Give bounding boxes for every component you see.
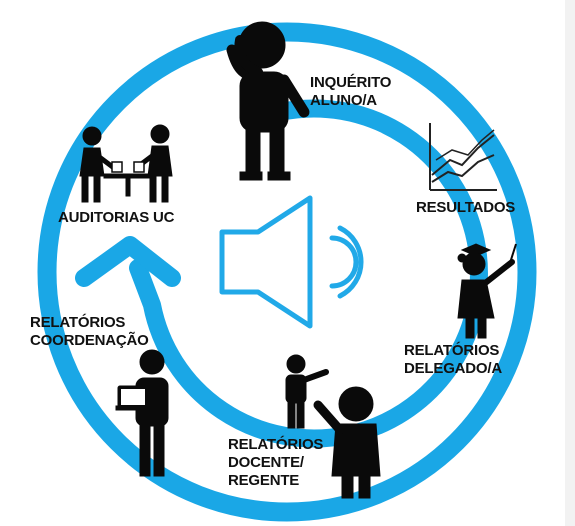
outer-ring [37,22,537,522]
thinking-student-icon [226,21,310,181]
label-resultados: RESULTADOS [416,199,515,216]
label-auditorias: AUDITORIAS UC [58,209,175,226]
audit-meeting-icon [79,124,173,203]
label-inquerito-line1: INQUÉRITO [310,74,392,91]
coordinator-laptop-icon [115,349,169,477]
line-chart-icon [429,123,497,191]
label-coordenacao-line2: COORDENAÇÃO [30,331,149,349]
label-coordenacao-line1: RELATÓRIOS [30,313,125,331]
cycle-arrow-icon [75,236,181,287]
scrollbar-track[interactable] [565,0,575,526]
label-delegado-line1: RELATÓRIOS [404,341,499,359]
label-docente-line1: RELATÓRIOS [228,435,323,453]
speaker-icon [219,195,364,329]
label-delegado-line2: DELEGADO/A [404,360,502,377]
label-docente-line2: DOCENTE/ [228,454,305,471]
inner-cycle-arc [129,99,488,448]
delegate-student-icon [457,243,517,339]
label-inquerito-line2: ALUNO/A [310,92,377,109]
label-docente-line3: REGENTE [228,472,299,489]
teacher-and-student-icon [285,354,381,499]
